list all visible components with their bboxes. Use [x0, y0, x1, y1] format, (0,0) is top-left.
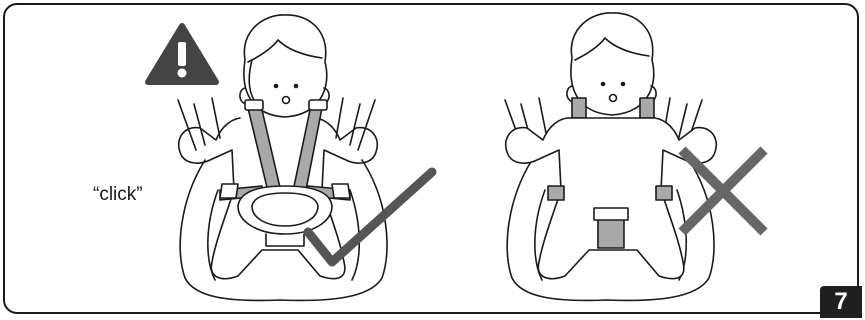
click-label: “click” — [93, 184, 143, 206]
correct-harness-illustration — [178, 15, 387, 301]
warning-triangle-icon — [148, 26, 216, 82]
right-child-body — [506, 118, 717, 279]
cross-mark-icon — [682, 150, 764, 232]
page-number-badge: 7 — [820, 286, 862, 318]
